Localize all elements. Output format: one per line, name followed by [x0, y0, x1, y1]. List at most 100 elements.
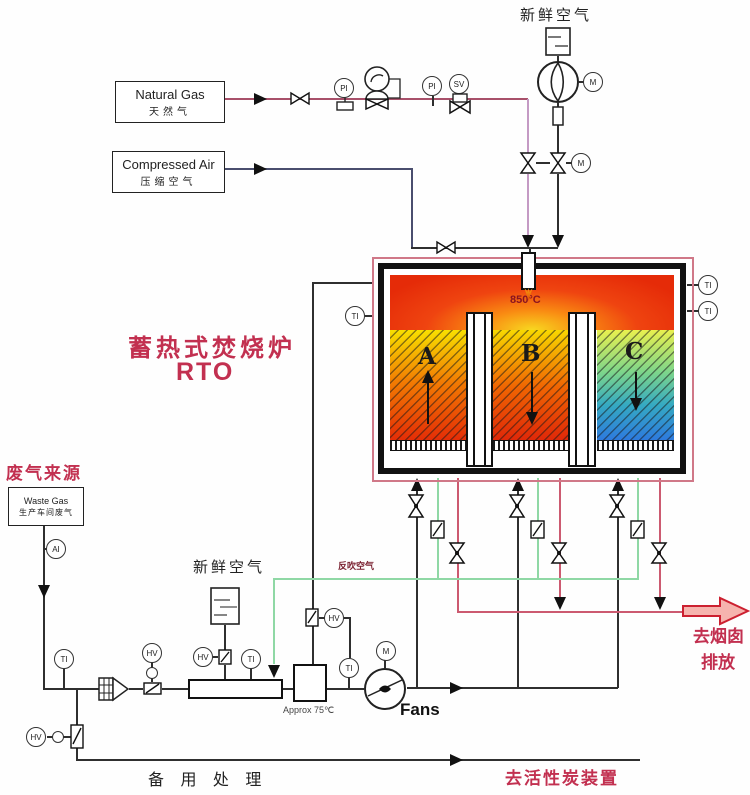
waste-gas-label-cn: 生产车间废气 [19, 507, 73, 517]
exhaust-valve-c-icon [650, 542, 668, 564]
bed-c-flow-arrowhead [630, 398, 642, 411]
pipe [579, 81, 584, 83]
temperature-indicator: TI [241, 649, 261, 669]
inlet-pipe-b [517, 490, 519, 688]
instrument-tag: TI [60, 654, 68, 664]
instrument-tag: TI [704, 280, 712, 290]
instrument-stem [432, 96, 434, 106]
to-stack-label-1: 去烟囱 [693, 627, 744, 646]
compressed-air-label-en: Compressed Air [122, 156, 215, 172]
temperature-indicator: TI [698, 301, 718, 321]
backup-damper-icon [70, 724, 84, 749]
mixing-duct [188, 679, 283, 699]
flow-arrow [268, 665, 280, 678]
gas-shutoff-valve-icon [519, 152, 537, 174]
natural-gas-label-cn: 天然气 [149, 106, 191, 118]
to-stack-arrow-icon [682, 596, 750, 626]
flow-arrow [450, 682, 463, 694]
flow-arrow [654, 597, 666, 610]
pressure-regulator-icon [364, 66, 401, 111]
purge-air-drop [273, 578, 275, 664]
instrument-stem [348, 678, 350, 688]
bed-divider [568, 312, 596, 467]
to-stack-label-2: 排放 [701, 653, 735, 672]
pipe [557, 56, 559, 62]
pipe [557, 103, 559, 153]
waste-gas-pipe [43, 524, 45, 690]
purge-pipe-b [537, 538, 539, 580]
bed-a-flow-arrow [427, 382, 429, 424]
actuator-dot [52, 731, 64, 743]
exhaust-valve-b-icon [550, 542, 568, 564]
bed-a-support-grid [390, 440, 466, 451]
inlet-valve-c-icon [608, 494, 626, 518]
pipe [129, 688, 143, 690]
purge-air-manifold [273, 578, 639, 580]
bypass-drop-pipe [312, 626, 314, 665]
instrument-tag: M [382, 646, 390, 656]
flow-arrow [38, 585, 50, 598]
flow-element-icon [552, 106, 564, 126]
instrument-tag: AI [52, 544, 60, 554]
inlet-valve-a-icon [407, 494, 425, 518]
instrument-tag: HV [328, 613, 340, 623]
rto-title-en: RTO [176, 358, 235, 386]
instrument-tag: M [577, 158, 585, 168]
instrument-tag: SV [453, 79, 465, 89]
waste-gas-pipe [43, 688, 99, 690]
mixing-box [293, 664, 327, 702]
purge-air-label: 反吹空气 [338, 561, 375, 571]
fresh-air-mid-label: 新鲜空气 [193, 559, 266, 576]
instrument-tag: HV [197, 652, 209, 662]
stack-exhaust-manifold [457, 611, 682, 613]
instrument-tag: PI [428, 81, 436, 91]
instrument-tag: HV [146, 648, 158, 658]
purge-damper-a-icon [430, 520, 445, 539]
instrument-tag: TI [704, 306, 712, 316]
instrument-tag: HV [30, 732, 42, 742]
compressed-air-pipe [223, 168, 412, 170]
pipe [162, 688, 188, 690]
ball-valve-icon [290, 91, 310, 106]
fan-icon [364, 668, 406, 710]
bypass-pipe [312, 282, 372, 284]
purge-pipe-b [537, 478, 539, 522]
pipe [566, 162, 572, 164]
fan-motor-indicator: M [376, 641, 396, 661]
temperature-indicator: TI [54, 649, 74, 669]
instrument-tag: TI [351, 311, 359, 321]
burner-flame [524, 288, 533, 301]
waste-gas-box: Waste Gas 生产车间废气 [8, 487, 84, 526]
instrument-stem [365, 315, 373, 317]
fan-discharge-manifold [407, 687, 618, 689]
pipe [283, 688, 293, 690]
purge-pipe-c [637, 478, 639, 522]
instrument-tag: M [589, 77, 597, 87]
blower-motor-indicator: M [583, 72, 603, 92]
exhaust-pipe-b [559, 478, 561, 598]
waste-source-label: 废气来源 [6, 464, 82, 483]
blower-icon [537, 61, 579, 103]
pipe [557, 174, 559, 237]
purge-damper-b-icon [530, 520, 545, 539]
bed-b-support-grid [493, 440, 568, 451]
temperature-indicator: TI [345, 306, 365, 326]
pipe [327, 688, 364, 690]
inlet-valve-b-icon [508, 494, 526, 518]
bed-a-label: A [418, 343, 436, 370]
purge-pipe-a [437, 478, 439, 522]
instrument-stem [250, 669, 252, 679]
rto-title-cn: 蓄热式焚烧炉 [128, 335, 296, 362]
solenoid-valve-indicator: SV [449, 74, 469, 94]
valve-motor-indicator: M [571, 153, 591, 173]
divider-wall [575, 314, 589, 465]
analyzer-indicator: AI [46, 539, 66, 559]
bed-c-support-grid [597, 440, 674, 451]
burner-nozzle [521, 252, 536, 290]
bed-b-label: B [521, 340, 541, 367]
signal-line [349, 617, 351, 658]
intake-filter-icon [545, 27, 571, 56]
instrument-stem [213, 656, 218, 658]
flow-arrow [552, 235, 564, 248]
